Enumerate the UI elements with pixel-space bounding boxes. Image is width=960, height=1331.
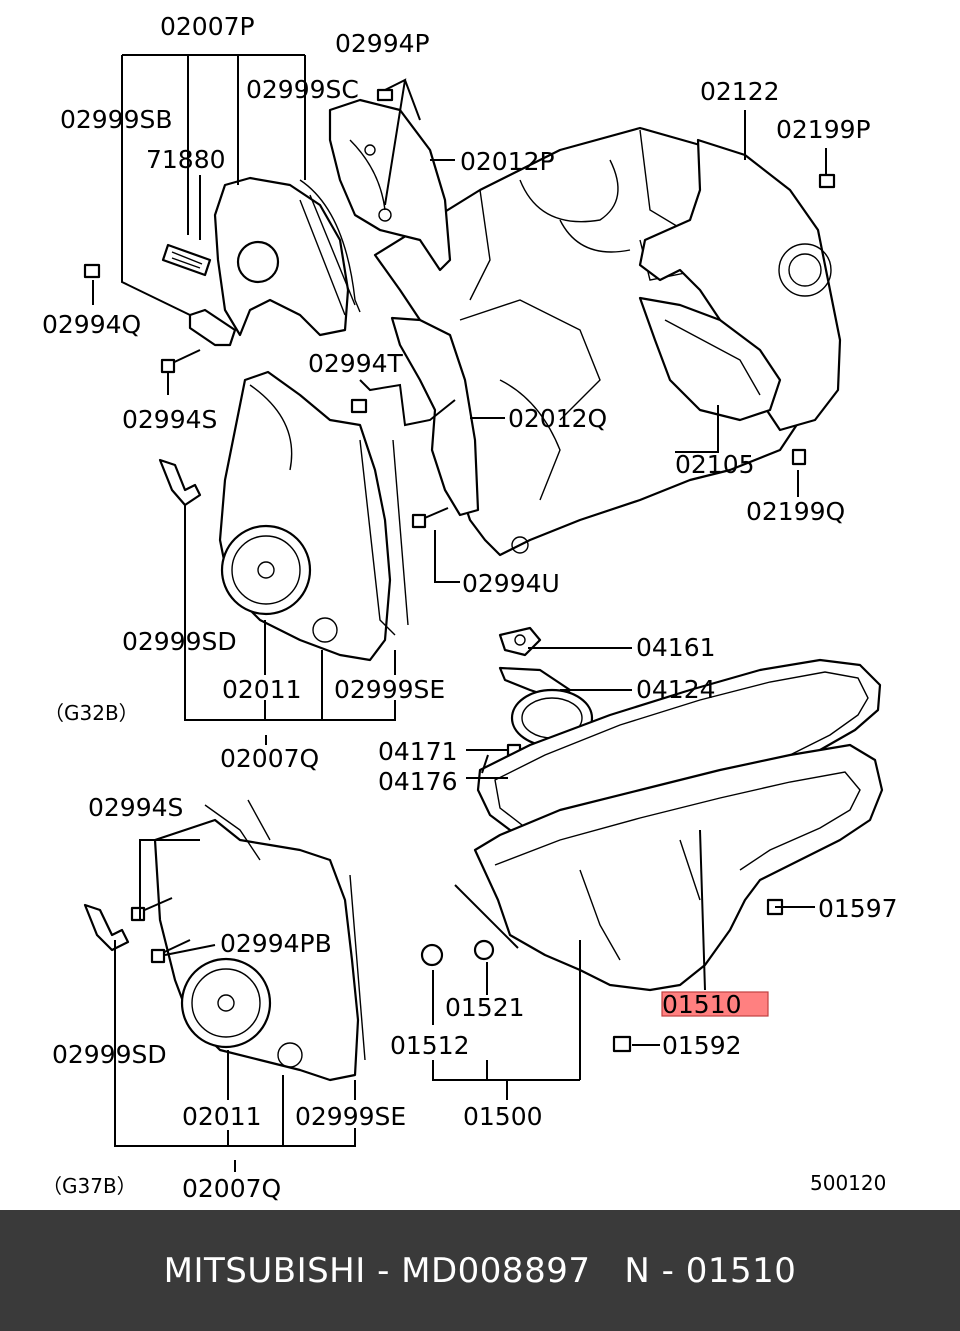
label-04161: 04161: [636, 633, 716, 662]
label-71880: 71880: [146, 145, 226, 174]
label-02007Q-top: 02007Q: [220, 744, 319, 773]
label-02999SE-top: 02999SE: [334, 675, 445, 704]
label-plate-71880: [161, 243, 212, 277]
label-02012P: 02012P: [460, 147, 555, 176]
label-01500: 01500: [463, 1102, 543, 1131]
label-02999SE-bot: 02999SE: [295, 1102, 406, 1131]
lower-timing-cover-G32B: [218, 370, 409, 662]
label-02994T: 02994T: [308, 349, 404, 378]
label-02994S-top: 02994S: [122, 405, 217, 434]
label-01512: 01512: [390, 1031, 470, 1060]
clip-02999SD-top: [158, 458, 202, 507]
parts-diagram: 02007P 02994P 02999SC 02999SB 02122 0219…: [42, 12, 898, 1203]
label-01510: 01510: [662, 990, 742, 1019]
label-02999SD-top: 02999SD: [122, 627, 237, 656]
label-02199Q: 02199Q: [746, 497, 845, 526]
label-02199P: 02199P: [776, 115, 871, 144]
label-02011-top: 02011: [222, 675, 302, 704]
label-02999SC: 02999SC: [246, 75, 359, 104]
label-04124: 04124: [636, 675, 716, 704]
label-02007Q-bot: 02007Q: [182, 1174, 281, 1203]
label-02007P: 02007P: [160, 12, 255, 41]
label-01592: 01592: [662, 1031, 742, 1060]
label-02105: 02105: [675, 450, 755, 479]
label-500120: 500120: [810, 1171, 886, 1195]
label-02999SB: 02999SB: [60, 105, 173, 134]
label-02999SD-bot: 02999SD: [52, 1040, 167, 1069]
label-G37B: （G37B）: [42, 1174, 137, 1198]
highlight-01510: [661, 991, 769, 1017]
clip-02999SD-bottom: [83, 903, 130, 952]
label-02994P: 02994P: [335, 29, 430, 58]
label-02994U: 02994U: [462, 569, 560, 598]
label-04171: 04171: [378, 737, 458, 766]
label-02011-bot: 02011: [182, 1102, 262, 1131]
label-01521: 01521: [445, 993, 525, 1022]
oil-pan-01510: [473, 743, 884, 992]
label-02994S-bot: 02994S: [88, 793, 183, 822]
label-G32B: （G32B）: [44, 701, 139, 725]
rear-cover-02105: [638, 296, 782, 422]
label-02122: 02122: [700, 77, 780, 106]
footer-bar: MITSUBISHI - MD008897 N - 01510: [0, 1210, 960, 1331]
footer-part-number: MITSUBISHI - MD008897 N - 01510: [163, 1250, 797, 1291]
lower-timing-cover-G37B: [153, 799, 366, 1082]
label-01597: 01597: [818, 894, 898, 923]
seal-02999SC: [299, 179, 361, 313]
upper-timing-cover-02007P: [213, 176, 356, 337]
leader-lines: [92, 54, 827, 1172]
part-labels: 02007P 02994P 02999SC 02999SB 02122 0219…: [42, 12, 898, 1203]
label-02994PB: 02994PB: [220, 929, 332, 958]
label-02994Q: 02994Q: [42, 310, 141, 339]
label-04176: 04176: [378, 767, 458, 796]
label-02012Q: 02012Q: [508, 404, 607, 433]
clip-02999SB: [188, 308, 237, 347]
